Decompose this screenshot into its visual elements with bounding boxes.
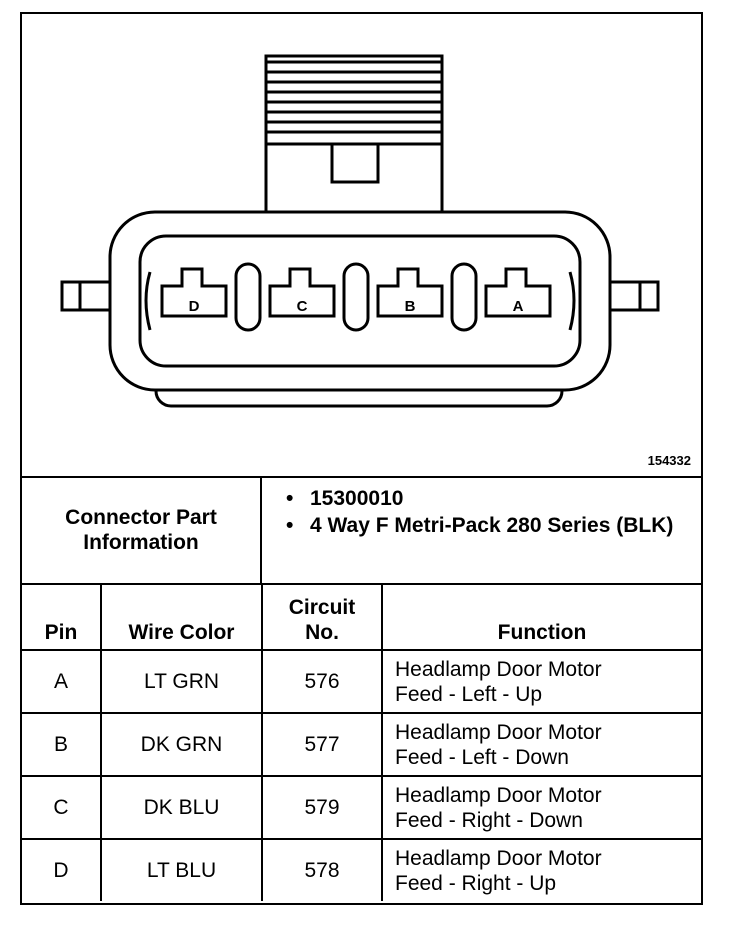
function-line-1: Headlamp Door Motor	[395, 657, 602, 681]
table-row: B DK GRN 577 Headlamp Door Motor Feed - …	[22, 712, 701, 777]
connector-info-label-text: Connector Part Information	[65, 505, 217, 554]
pin-label-d: D	[189, 298, 200, 315]
connector-document: D C B A 154332 Connector Part Informatio…	[20, 12, 703, 905]
cell-circuit: 577	[261, 712, 383, 777]
cell-pin: D	[22, 838, 102, 901]
connector-figure: D C B A 154332	[22, 14, 701, 478]
pin-label-c: C	[297, 298, 308, 315]
cell-circuit: 578	[261, 838, 383, 901]
cell-function: Headlamp Door Motor Feed - Right - Down	[381, 775, 701, 840]
pinout-table: Pin Wire Color Circuit No. Function A LT…	[22, 583, 701, 901]
cell-pin: B	[22, 712, 102, 777]
cell-function: Headlamp Door Motor Feed - Left - Up	[381, 649, 701, 714]
cell-wire-color: DK BLU	[100, 775, 263, 840]
cell-pin: A	[22, 649, 102, 714]
connector-drawing: D C B A	[60, 54, 660, 408]
connector-description: 4 Way F Metri-Pack 280 Series (BLK)	[262, 513, 692, 538]
table-row: A LT GRN 576 Headlamp Door Motor Feed - …	[22, 649, 701, 714]
cell-function: Headlamp Door Motor Feed - Left - Down	[381, 712, 701, 777]
part-number: 15300010	[262, 486, 692, 511]
header-pin: Pin	[22, 583, 102, 651]
table-row: C DK BLU 579 Headlamp Door Motor Feed - …	[22, 775, 701, 840]
cell-function: Headlamp Door Motor Feed - Right - Up	[381, 838, 701, 901]
header-function: Function	[381, 583, 701, 651]
pin-label-a: A	[513, 298, 524, 315]
header-wire-color: Wire Color	[100, 583, 263, 651]
header-circuit-text: Circuit No.	[288, 596, 356, 644]
function-line-2: Feed - Left - Up	[395, 682, 543, 706]
function-line-2: Feed - Right - Down	[395, 808, 583, 832]
table-row: D LT BLU 578 Headlamp Door Motor Feed - …	[22, 838, 701, 901]
function-line-2: Feed - Right - Up	[395, 871, 557, 895]
cell-circuit: 576	[261, 649, 383, 714]
function-line-1: Headlamp Door Motor	[395, 720, 602, 744]
cell-pin: C	[22, 775, 102, 840]
cell-wire-color: LT BLU	[100, 838, 263, 901]
cell-wire-color: LT GRN	[100, 649, 263, 714]
header-circuit: Circuit No.	[261, 583, 383, 651]
function-line-1: Headlamp Door Motor	[395, 846, 602, 870]
connector-info-list: 15300010 4 Way F Metri-Pack 280 Series (…	[262, 486, 692, 540]
function-line-2: Feed - Left - Down	[395, 745, 569, 769]
cell-wire-color: DK GRN	[100, 712, 263, 777]
connector-part-info: Connector Part Information 15300010 4 Wa…	[22, 476, 701, 585]
cell-circuit: 579	[261, 775, 383, 840]
figure-id-number: 154332	[647, 453, 691, 468]
function-line-1: Headlamp Door Motor	[395, 783, 602, 807]
pin-label-b: B	[405, 298, 416, 315]
connector-info-label: Connector Part Information	[22, 476, 262, 583]
table-header-row: Pin Wire Color Circuit No. Function	[22, 583, 701, 651]
